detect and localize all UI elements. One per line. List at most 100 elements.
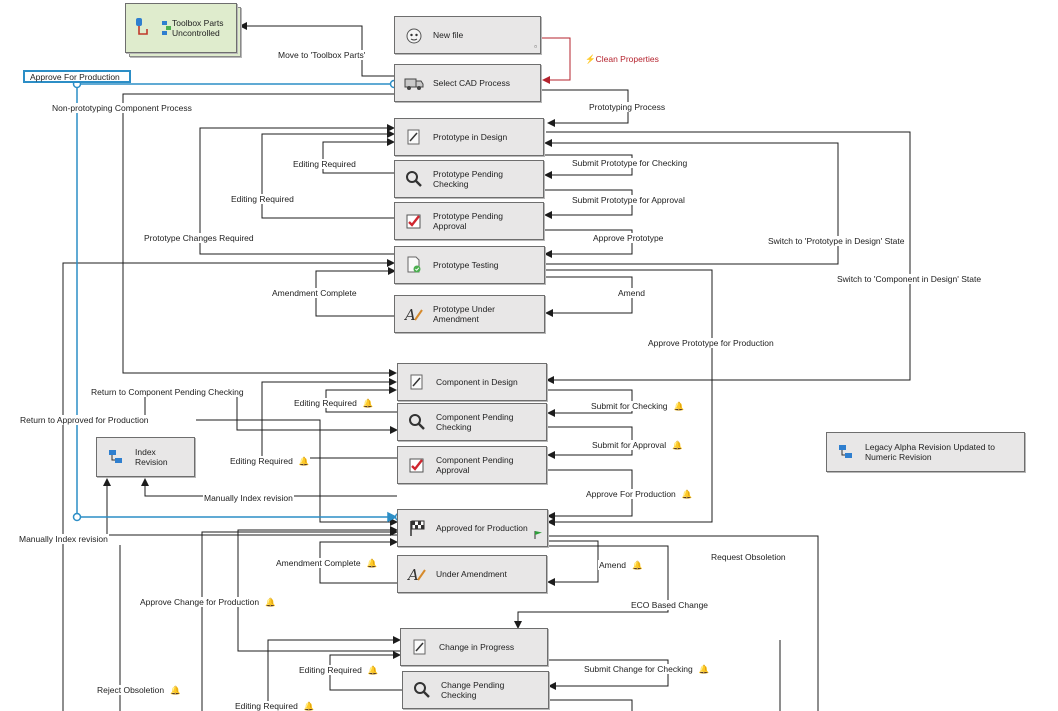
transition-amendment-complete-2[interactable]: Amendment Complete🔔 bbox=[275, 558, 379, 568]
transition-non-prototyping[interactable]: Non-prototyping Component Process bbox=[51, 103, 193, 113]
checkered-flag-icon bbox=[406, 517, 428, 539]
edge-approve-change bbox=[237, 526, 400, 652]
node-change-in-progress[interactable]: Change in Progress bbox=[400, 628, 548, 666]
transition-amend-2[interactable]: Amend🔔 bbox=[598, 560, 644, 570]
transition-reject-obsoletion[interactable]: Reject Obsoletion 🔔 bbox=[96, 685, 182, 695]
edge-return-approved bbox=[196, 419, 398, 526]
reject-obsoletion-label: Reject Obsoletion bbox=[97, 685, 165, 695]
bell-icon: 🔔 bbox=[698, 664, 710, 674]
prototype-in-design-label: Prototype in Design bbox=[433, 132, 508, 142]
transition-amendment-complete-1[interactable]: Amendment Complete bbox=[271, 288, 358, 298]
edge-reject-obsoletion bbox=[201, 528, 398, 711]
bell-icon: 🔔 bbox=[367, 665, 379, 675]
bell-icon: 🔔 bbox=[303, 701, 315, 711]
design-pencil-icon bbox=[403, 126, 425, 148]
node-component-pending-checking[interactable]: Component Pending Checking bbox=[397, 403, 547, 441]
node-legacy-alpha-revision[interactable]: Legacy Alpha Revision Updated to Numeric… bbox=[826, 432, 1025, 472]
transition-switch-prototype-design[interactable]: Switch to 'Prototype in Design' State bbox=[767, 236, 906, 246]
transition-prototyping-process[interactable]: Prototyping Process bbox=[588, 102, 667, 112]
node-new-file[interactable]: New file ▫ bbox=[394, 16, 541, 54]
node-component-pending-approval[interactable]: Component Pending Approval bbox=[397, 446, 547, 484]
transition-manually-index-1[interactable]: Manually Index revision bbox=[203, 493, 294, 503]
edge-switch-comp bbox=[546, 131, 911, 384]
edge-eco-change bbox=[514, 545, 669, 629]
svg-text:A: A bbox=[407, 566, 419, 583]
green-flag-icon bbox=[534, 526, 543, 544]
transition-eco-based-change[interactable]: ECO Based Change bbox=[630, 600, 710, 610]
node-prototype-pending-approval[interactable]: Prototype Pending Approval bbox=[394, 202, 544, 240]
transition-editing-required-3[interactable]: Editing Required🔔 bbox=[293, 398, 375, 408]
transition-submit-for-checking[interactable]: Submit for Checking🔔 bbox=[590, 401, 686, 411]
transition-prototype-changes-required[interactable]: Prototype Changes Required bbox=[143, 233, 255, 243]
amend-2-label: Amend bbox=[599, 560, 626, 570]
transition-editing-required-5[interactable]: Editing Required🔔 bbox=[298, 665, 380, 675]
node-change-pending-checking[interactable]: Change Pending Checking bbox=[402, 671, 549, 709]
node-index-revision[interactable]: Index Revision bbox=[96, 437, 195, 477]
bell-icon: 🔔 bbox=[170, 685, 181, 695]
transition-approve-for-production[interactable]: Approve For Production🔔 bbox=[585, 489, 694, 499]
editing-required-4-label: Editing Required bbox=[230, 456, 293, 466]
revision-icon bbox=[835, 441, 857, 463]
node-prototype-under-amendment[interactable]: A Prototype Under Amendment bbox=[394, 295, 545, 333]
transition-editing-required-2[interactable]: Editing Required bbox=[230, 194, 295, 204]
transition-clean-properties[interactable]: ⚡Clean Properties bbox=[584, 54, 660, 64]
amend-pen-icon: A bbox=[403, 303, 425, 325]
node-prototype-in-design[interactable]: Prototype in Design bbox=[394, 118, 544, 156]
submit-change-checking-label: Submit Change for Checking bbox=[584, 664, 693, 674]
transition-manually-index-2[interactable]: Manually Index revision bbox=[18, 534, 109, 544]
lightning-icon: ⚡ bbox=[585, 54, 596, 64]
transition-approve-change-production[interactable]: Approve Change for Production🔔 bbox=[139, 597, 277, 607]
transition-switch-component-design[interactable]: Switch to 'Component in Design' State bbox=[836, 274, 983, 284]
index-revision-label: Index Revision bbox=[135, 447, 168, 467]
transition-approve-prototype-production[interactable]: Approve Prototype for Production bbox=[647, 338, 775, 348]
transition-request-obsoletion[interactable]: Request Obsoletion bbox=[710, 552, 787, 562]
transition-editing-required-4[interactable]: Editing Required🔔 bbox=[229, 456, 311, 466]
checkbox-approval-icon bbox=[403, 210, 425, 232]
design-pencil-icon bbox=[409, 636, 431, 658]
select-cad-label: Select CAD Process bbox=[433, 78, 510, 88]
change-pending-checking-label: Change Pending Checking bbox=[441, 680, 505, 700]
node-component-in-design[interactable]: Component in Design bbox=[397, 363, 547, 401]
transition-submit-change-checking[interactable]: Submit Change for Checking 🔔 bbox=[583, 664, 711, 674]
transition-submit-prototype-checking[interactable]: Submit Prototype for Checking bbox=[571, 158, 689, 168]
approve-change-production-label: Approve Change for Production bbox=[140, 597, 260, 607]
transition-editing-required-1[interactable]: Editing Required bbox=[292, 159, 357, 169]
revision-icon bbox=[105, 446, 127, 468]
editing-required-6-label: Editing Required bbox=[235, 701, 298, 711]
node-under-amendment[interactable]: A Under Amendment bbox=[397, 555, 547, 593]
branch-icon bbox=[156, 17, 178, 39]
transition-amend-1[interactable]: Amend bbox=[617, 288, 646, 298]
design-pencil-icon bbox=[406, 371, 428, 393]
transition-editing-required-6[interactable]: Editing Required 🔔 bbox=[234, 701, 316, 711]
component-pending-approval-label: Component Pending Approval bbox=[436, 455, 514, 475]
magnifier-icon bbox=[406, 411, 428, 433]
change-in-progress-label: Change in Progress bbox=[439, 642, 515, 652]
edge-request-obsoletion bbox=[548, 535, 819, 711]
transition-submit-for-approval[interactable]: Submit for Approval🔔 bbox=[591, 440, 684, 450]
transition-return-component-pending-checking[interactable]: Return to Component Pending Checking bbox=[90, 387, 245, 397]
new-file-icon bbox=[403, 24, 425, 46]
prototype-testing-label: Prototype Testing bbox=[433, 260, 499, 270]
component-in-design-label: Component in Design bbox=[436, 377, 518, 387]
transition-move-to-toolbox[interactable]: Move to 'Toolbox Parts' bbox=[277, 50, 367, 60]
edge-manual-index-2 bbox=[103, 478, 397, 536]
transition-approve-prototype[interactable]: Approve Prototype bbox=[592, 233, 665, 243]
transition-approve-for-production-selected[interactable]: Approve For Production bbox=[23, 70, 131, 83]
transition-submit-prototype-approval[interactable]: Submit Prototype for Approval bbox=[571, 195, 686, 205]
node-prototype-testing[interactable]: Prototype Testing bbox=[394, 246, 545, 284]
node-toolbox-parts[interactable]: Toolbox Parts Uncontrolled bbox=[125, 3, 237, 53]
edge-clean-properties bbox=[541, 37, 571, 84]
edge-prototype-changes bbox=[199, 124, 395, 255]
node-approved-for-production[interactable]: Approved for Production bbox=[397, 509, 548, 547]
new-file-label: New file bbox=[433, 30, 464, 40]
transition-return-approved-production[interactable]: Return to Approved for Production bbox=[19, 415, 150, 425]
edge-bottom-2 bbox=[550, 699, 633, 711]
bell-icon: 🔔 bbox=[672, 440, 683, 450]
bell-icon: 🔔 bbox=[681, 489, 693, 499]
edge-approve-proto-prod bbox=[545, 269, 713, 526]
clean-properties-label: Clean Properties bbox=[595, 54, 659, 64]
node-prototype-pending-checking[interactable]: Prototype Pending Checking bbox=[394, 160, 544, 198]
edge-editing-1 bbox=[322, 138, 395, 174]
node-select-cad-process[interactable]: Select CAD Process bbox=[394, 64, 541, 102]
